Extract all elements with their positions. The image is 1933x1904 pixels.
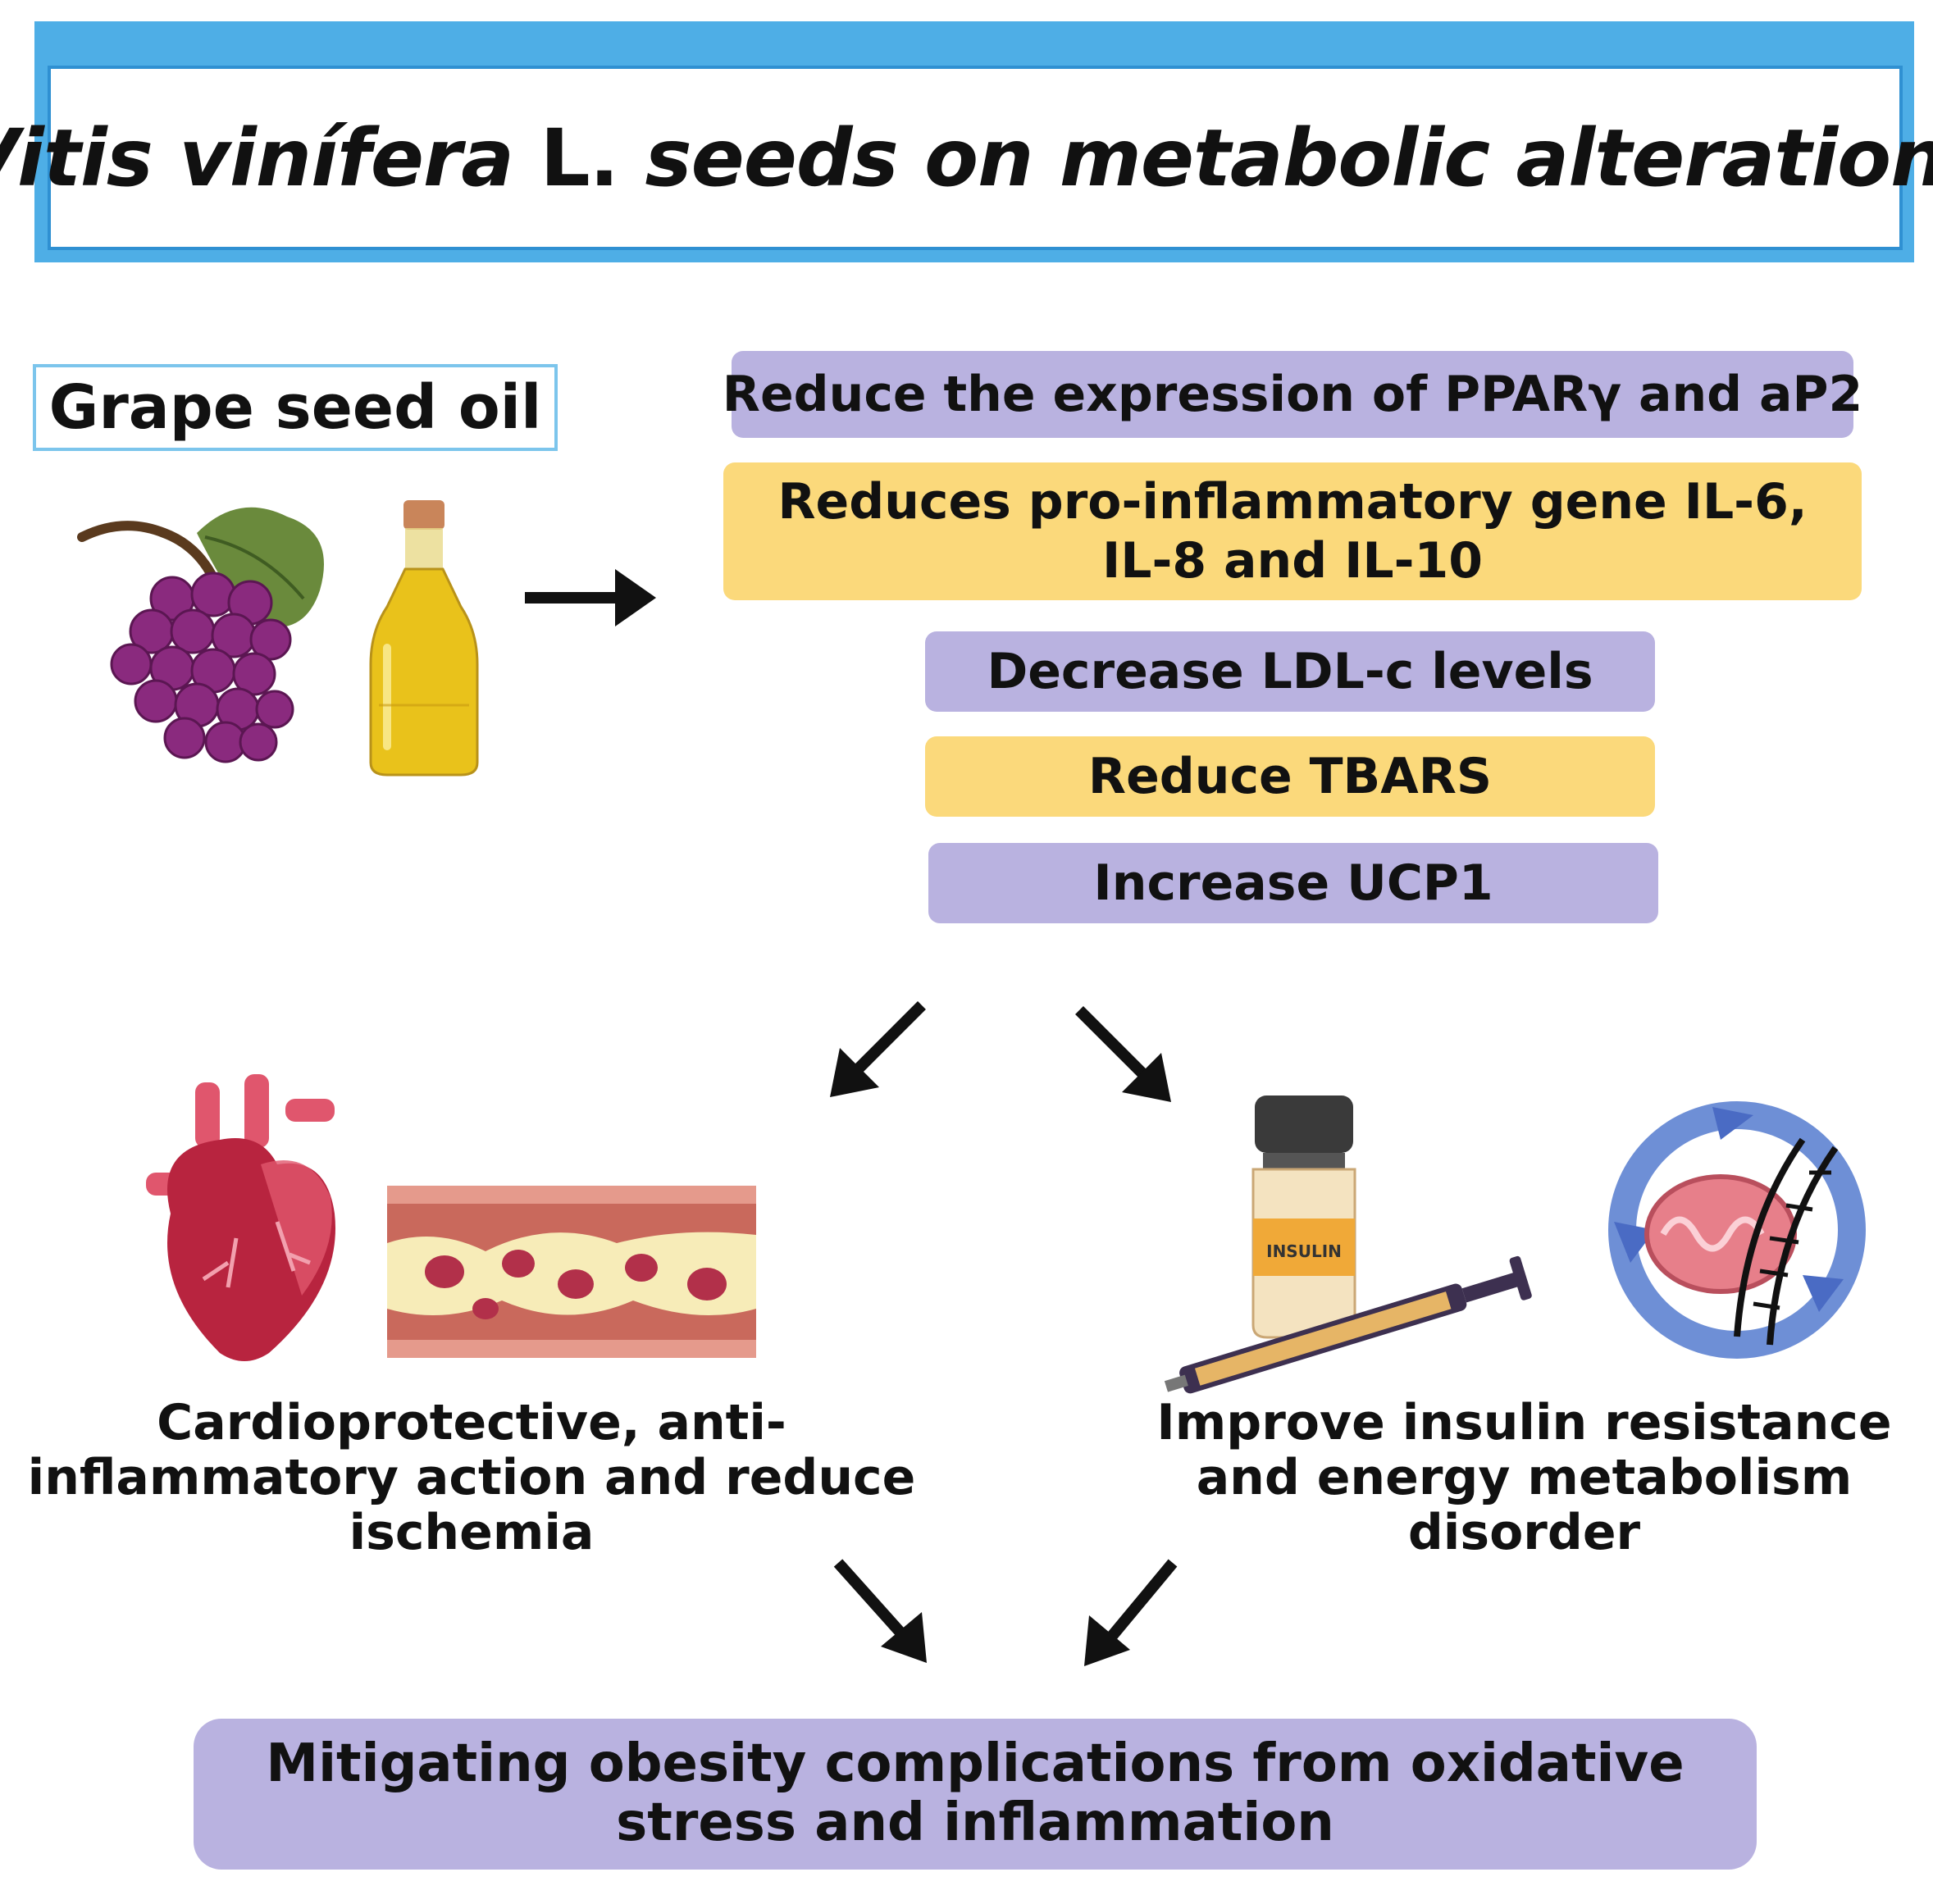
arrow-down-right-icon [1075,1006,1171,1102]
effect-box-inflammatory-genes: Reduces pro-inflammatory gene IL-6, IL-8… [723,462,1862,600]
title-plain: L. [513,112,645,204]
final-outcome-box: Mitigating obesity complications from ox… [194,1719,1757,1870]
arrow-down-left-icon-bottom [1084,1559,1178,1666]
title-box: Vitis vinífera L. seeds on metabolic alt… [0,66,1933,250]
title-italic-1: Vitis vinífera [0,112,514,204]
effect-box-tbars: Reduce TBARS [925,736,1655,817]
arrow-down-left-icon [830,1001,926,1097]
insulin-label: INSULIN [1266,1241,1342,1261]
arrow-down-right-icon-bottom [833,1559,927,1663]
outcome-cardioprotective: Cardioprotective, anti-inflammatory acti… [27,1394,916,1562]
source-label: Grape seed oil [33,364,558,451]
syringe-icon [1164,1255,1532,1394]
heart-icon [146,1074,335,1361]
arrow-right-icon [525,569,656,626]
oil-bottle-icon [369,500,479,777]
effect-box-ucp1: Increase UCP1 [928,843,1658,923]
title-italic-2: seeds on metabolic alterations [645,112,1933,204]
page-title: Vitis vinífera L. seeds on metabolic alt… [0,112,1933,204]
insulin-vial-icon: INSULIN [1251,1095,1356,1339]
grapes-icon [77,507,324,763]
metabolism-cycle-icon [1608,1101,1866,1359]
effect-box-ldl: Decrease LDL-c levels [925,631,1655,712]
artery-icon [387,1186,756,1358]
effect-box-pparg: Reduce the expression of PPARγ and aP2 [723,351,1862,438]
outcome-insulin-resistance: Improve insulin resistance and energy me… [1156,1394,1892,1562]
